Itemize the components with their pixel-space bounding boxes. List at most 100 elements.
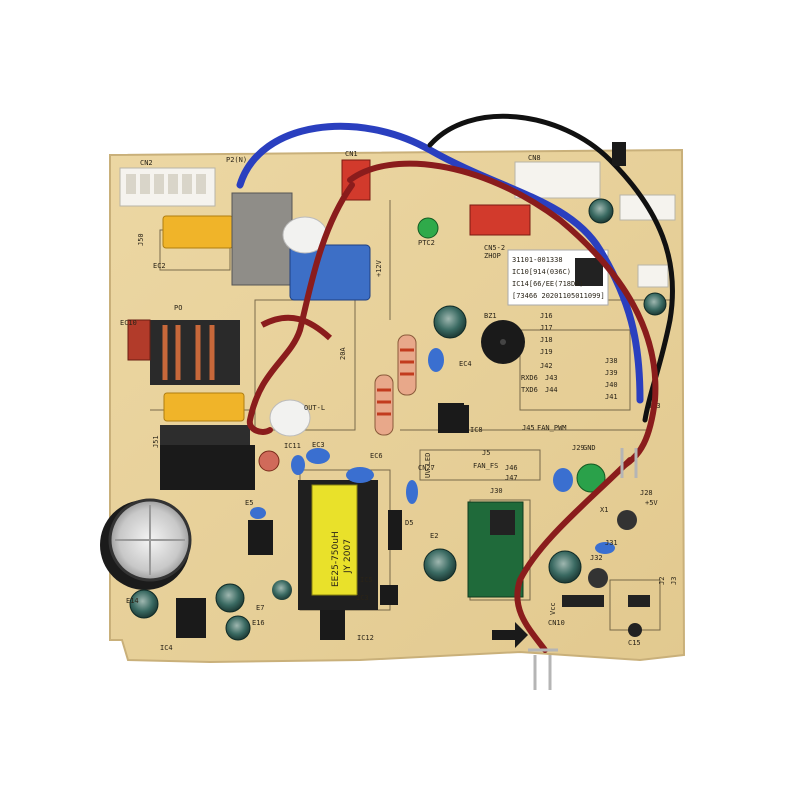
ic-12 (320, 610, 345, 640)
green-led (417, 217, 439, 239)
label-p2: P2(N) (226, 156, 247, 164)
ic-4 (176, 598, 206, 638)
label-rxd: RXD6 (521, 374, 538, 382)
label-ec6: EC6 (370, 452, 383, 460)
ic-power (248, 520, 273, 555)
pin-header-2 (628, 595, 650, 607)
x-capacitor-bottom (163, 392, 245, 422)
jumper-label: J47 (505, 474, 518, 482)
label-ic12: IC12 (357, 634, 374, 642)
jumper-label: J44 (545, 386, 558, 394)
label-plus12v: +12V (375, 259, 383, 277)
jumper-label: J46 (505, 464, 518, 472)
red-wire-left (246, 182, 355, 435)
label-20a: 20A (339, 347, 347, 360)
capacitor-right (548, 550, 582, 584)
label-ptc2: PTC2 (418, 239, 435, 247)
red-ptc (258, 450, 280, 472)
label-cn27: CN27 (418, 464, 435, 472)
red-wire-blue-loop (260, 314, 333, 341)
capacitor-e10 (433, 305, 467, 339)
label-j50: J50 (137, 233, 145, 246)
label-ic4: IC4 (160, 644, 173, 652)
label-zhop: ZHOP (484, 252, 501, 260)
thermistor-blob-2 (269, 399, 311, 437)
label-j2: J2 (658, 577, 666, 585)
capacitor-e16 (225, 615, 251, 641)
resistor-2 (374, 374, 394, 436)
bulk-capacitor (100, 498, 192, 590)
ic-line-1: IC10[914(036C) (512, 268, 571, 276)
label-txd: TXD6 (521, 386, 538, 394)
capacitor-right-mid (643, 292, 667, 316)
capacitor-small-1 (272, 580, 292, 600)
jumper-label: J38 (605, 357, 618, 365)
label-j3: J3 (670, 577, 678, 585)
connector-red (469, 204, 531, 236)
connector-cn8 (514, 161, 601, 199)
label-ic5: IC5 (360, 576, 373, 584)
label-cn10: CN10 (548, 619, 565, 627)
label-ic8: IC8 (470, 426, 483, 434)
label-ec4: EC4 (459, 360, 472, 368)
label-bz1: BZ1 (484, 312, 497, 320)
jumper-label: J43 (545, 374, 558, 382)
red-wire-right (514, 457, 633, 653)
capacitor-e2 (423, 548, 457, 582)
jumper-label: J45 (522, 424, 535, 432)
spade-terminal (528, 448, 638, 690)
jumper-label: J17 (540, 324, 553, 332)
label-j5: J5 (482, 449, 490, 457)
ic-line-3: [73466 20201105011099] (512, 292, 605, 300)
label-ec10: EC10 (120, 319, 137, 327)
transformer (298, 480, 378, 610)
label-cn5-2: CN5-2 (484, 244, 505, 252)
pin-header (562, 595, 604, 607)
qr-code (575, 258, 603, 286)
common-mode-choke (150, 320, 240, 385)
label-fan-pwm: FAN_PWM (537, 424, 567, 432)
relay (231, 192, 293, 286)
connector-cn2 (119, 167, 216, 207)
arrow-marking (492, 622, 528, 648)
ceramic-cap-4 (346, 467, 374, 483)
red-wire-loop (347, 160, 659, 468)
label-e16: E16 (252, 619, 265, 627)
x-capacitor-top (162, 215, 234, 249)
label-po: PO (174, 304, 182, 312)
green-cap (576, 463, 606, 493)
label-ec3: EC3 (312, 441, 325, 449)
ic-line-2: IC14[66/EE(718DD) (512, 280, 584, 288)
label-e2: E2 (430, 532, 438, 540)
black-wire (427, 113, 675, 423)
capacitor-x1 (617, 510, 637, 530)
jumper-label: J18 (540, 336, 553, 344)
label-d5: D5 (405, 519, 413, 527)
resistor-1 (397, 334, 417, 396)
label-j51: J51 (152, 435, 160, 448)
c15-pad (628, 623, 642, 637)
transformer-label-2: JY 2007 (343, 539, 353, 574)
capacitor-e14 (129, 589, 159, 619)
capacitor-e7 (215, 583, 245, 613)
label-gnd: GND (583, 444, 596, 452)
label-vcc: Vcc (549, 602, 557, 615)
label-e7: E7 (256, 604, 264, 612)
label-cn8: CN8 (528, 154, 541, 162)
label-c15: C15 (628, 639, 641, 647)
heat-sink (160, 425, 250, 445)
transformer-label-1: EE25-750uH (331, 531, 341, 587)
label-plus5v: +5V (645, 499, 658, 507)
film-capacitor-ec10 (127, 319, 151, 361)
label-x1: X1 (600, 506, 608, 514)
jumper-label: J19 (540, 348, 553, 356)
diode-d5 (388, 510, 402, 550)
capacitor-top-right (588, 198, 614, 224)
jumper-label: J31 (605, 539, 618, 547)
part-number: 31101-001338 (512, 256, 563, 264)
label-ic3: IC3 (356, 594, 369, 602)
label-cn2: CN2 (140, 159, 153, 167)
jumper-label: J42 (540, 362, 553, 370)
jumper-label: J39 (605, 369, 618, 377)
